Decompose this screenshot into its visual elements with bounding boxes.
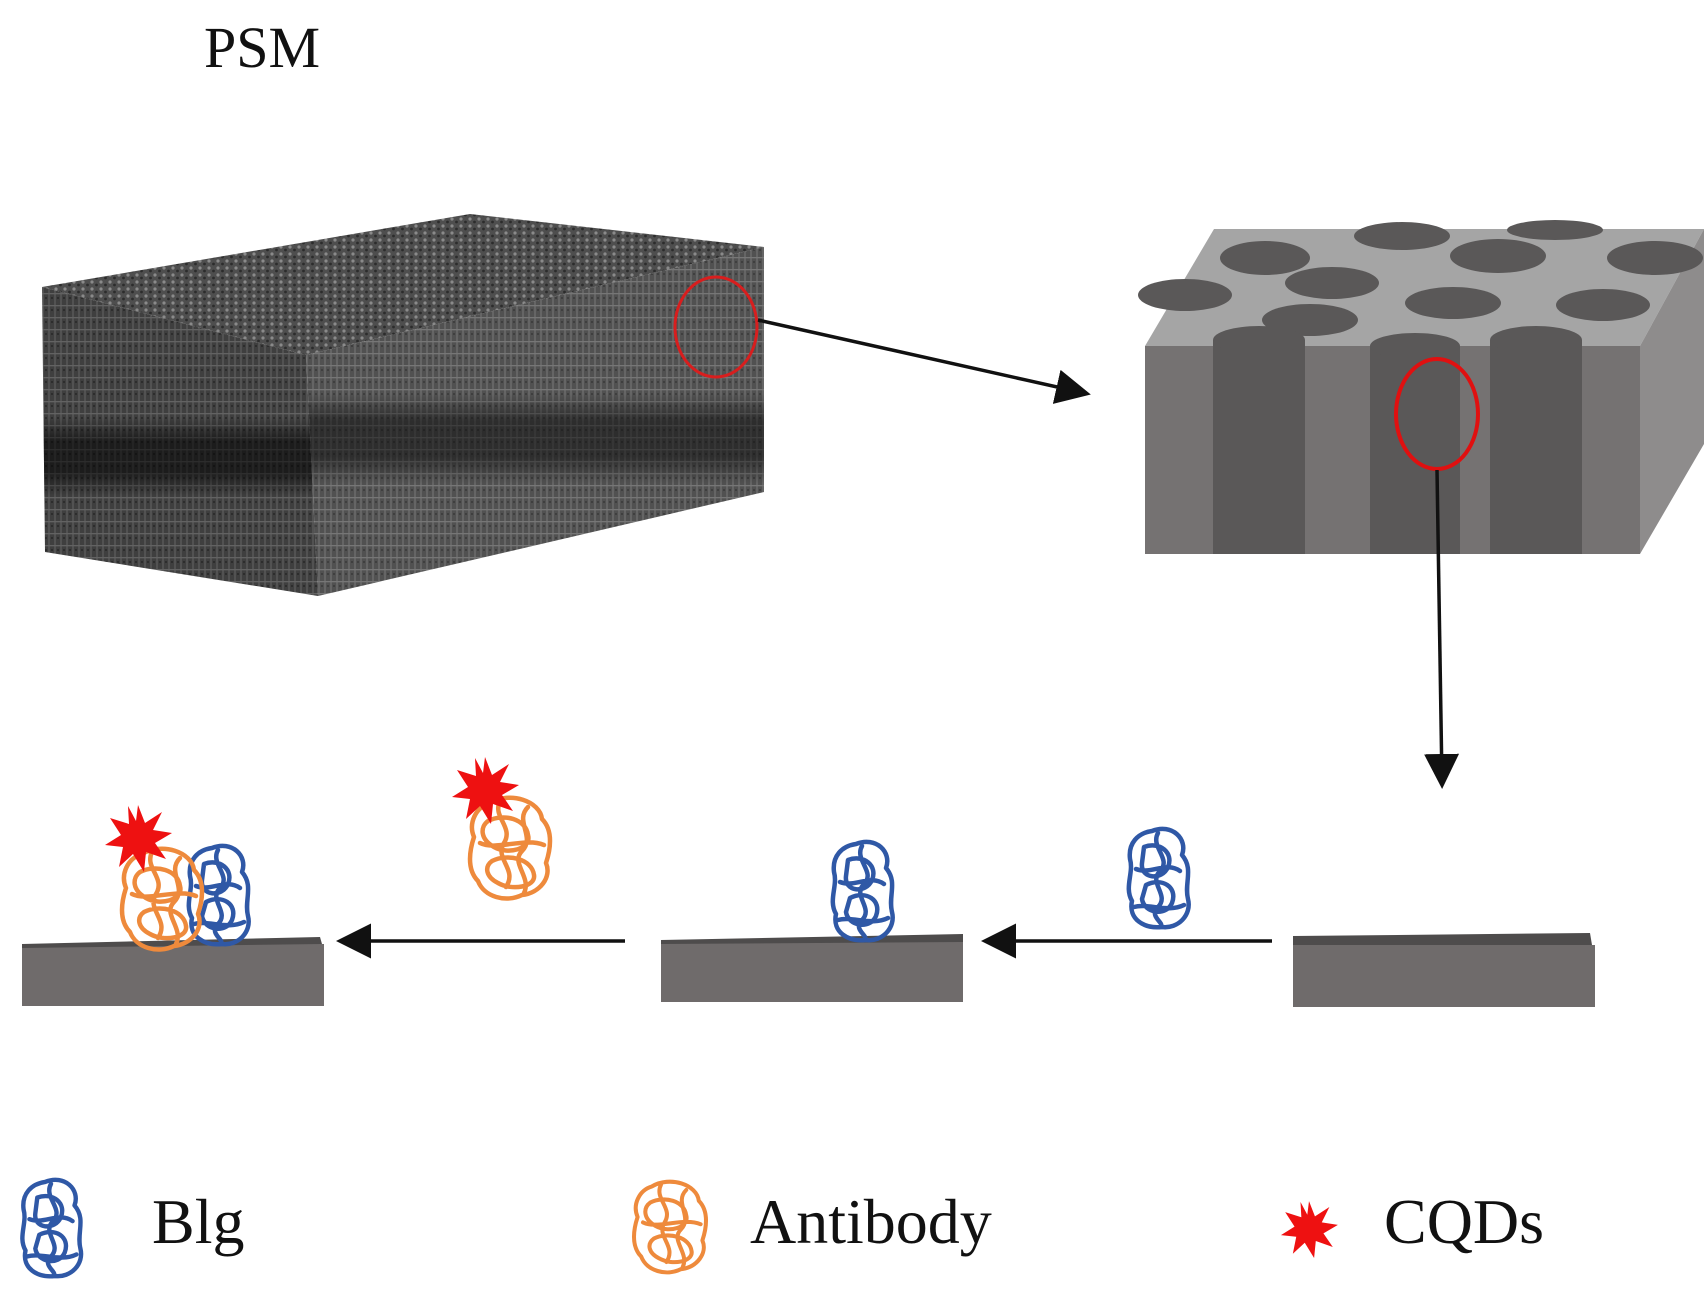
selection-circle-psm (673, 275, 759, 379)
antibody-floating (470, 798, 550, 899)
cqd-floating (452, 757, 519, 824)
porous-block-model (1138, 220, 1704, 554)
arrow-psm-to-pores (757, 318, 1091, 404)
page-title: PSM (204, 15, 321, 80)
blg-floating (1129, 829, 1189, 927)
substrate-with-complex (22, 937, 324, 1006)
legend-cqd-icon (1280, 1201, 1338, 1259)
legend-antibody-icon (634, 1182, 706, 1273)
legend-blg-icon (22, 1180, 81, 1276)
cqd-complex (105, 805, 172, 872)
legend-blg-label: Blg (152, 1186, 245, 1257)
legend-cqds-label: CQDs (1384, 1186, 1545, 1257)
selection-circle-pore (1394, 357, 1480, 471)
substrate-bare (1293, 933, 1595, 1007)
substrate-with-blg (661, 934, 963, 1002)
legend-antibody-label: Antibody (750, 1186, 992, 1257)
psm-membrane-block (42, 214, 764, 596)
arrow-pore-to-surface (1424, 469, 1460, 789)
blg-bound (833, 842, 893, 940)
